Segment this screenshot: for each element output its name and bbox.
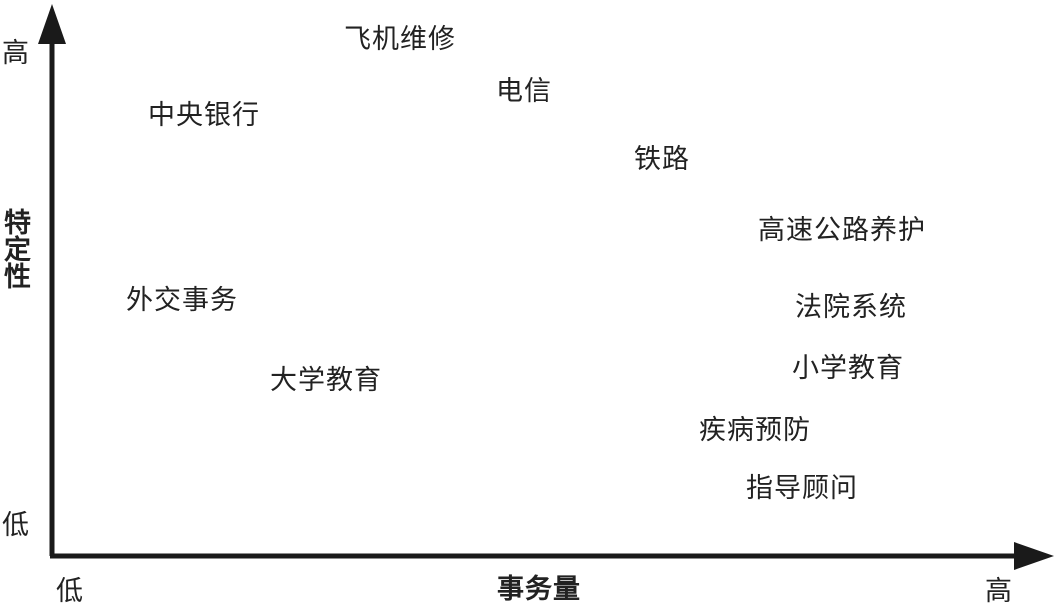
y-axis-high-label: 高	[2, 38, 30, 69]
y-axis-arrowhead	[38, 4, 66, 44]
item-highway-maintenance: 高速公路养护	[758, 215, 926, 246]
x-axis-high-label: 高	[985, 576, 1013, 607]
item-disease-prevention: 疾病预防	[699, 415, 811, 446]
x-axis-low-label: 低	[56, 576, 84, 607]
item-primary-education: 小学教育	[792, 353, 904, 384]
x-axis-arrowhead	[1014, 542, 1054, 570]
item-central-bank: 中央银行	[148, 100, 260, 131]
item-foreign-affairs: 外交事务	[126, 285, 238, 316]
item-aircraft-maintenance: 飞机维修	[344, 24, 456, 55]
y-axis-title: 特定性	[0, 208, 30, 289]
item-university-education: 大学教育	[270, 365, 382, 396]
item-court-system: 法院系统	[795, 292, 907, 323]
y-axis-low-label: 低	[2, 510, 30, 541]
item-guidance-counseling: 指导顾问	[746, 473, 858, 504]
x-axis-title: 事务量	[497, 574, 581, 605]
item-telecom: 电信	[496, 76, 552, 107]
item-railway: 铁路	[634, 144, 690, 175]
